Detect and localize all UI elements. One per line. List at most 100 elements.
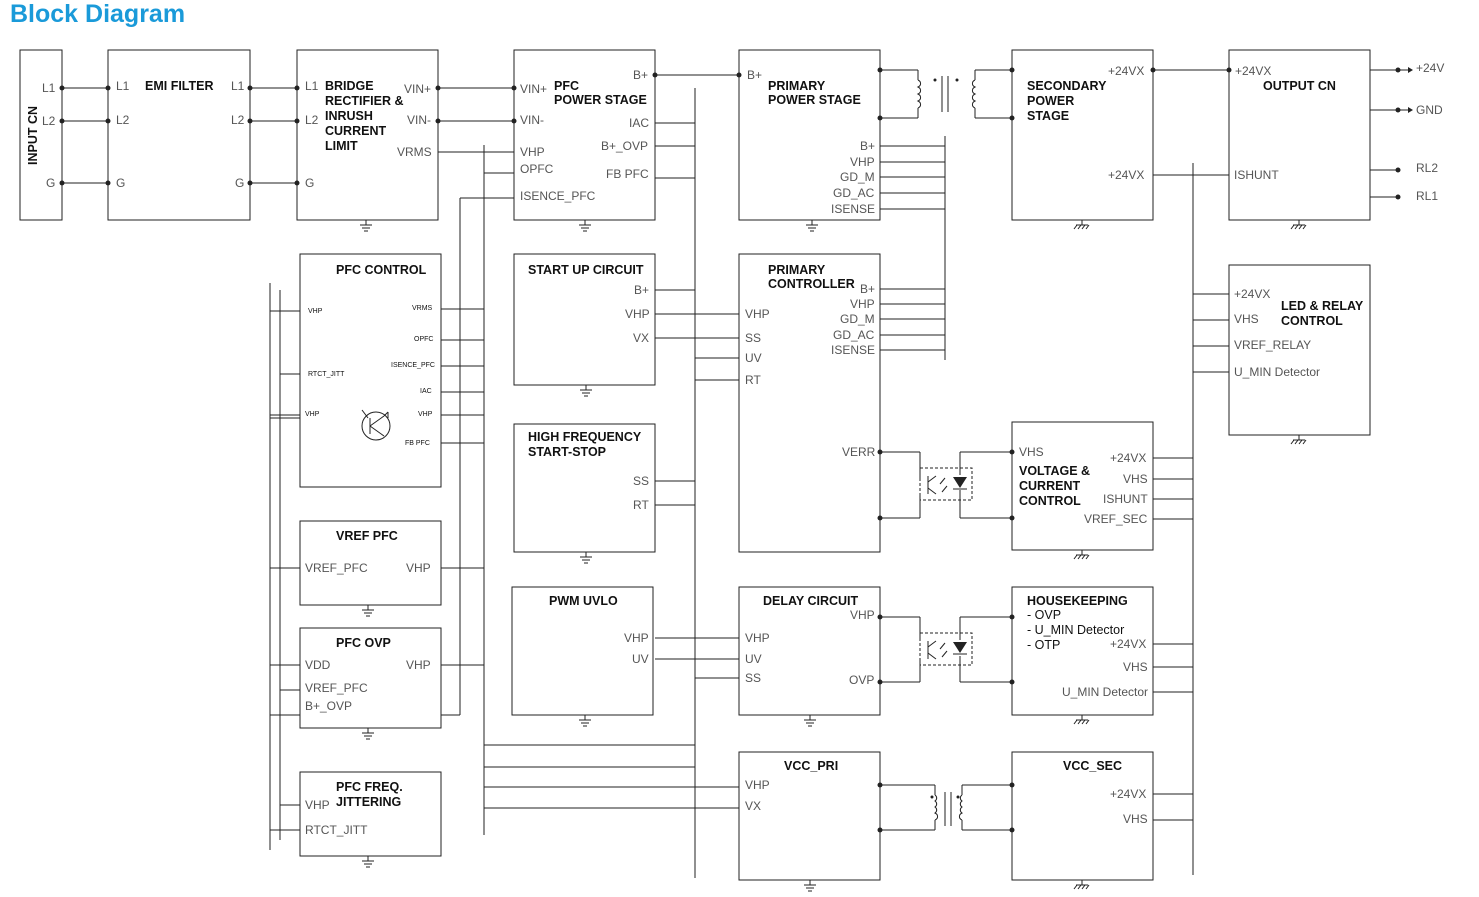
block-input-cn	[19, 49, 63, 221]
pin-label: G	[116, 176, 125, 190]
block-title: INPUT CN	[26, 106, 40, 165]
block-title: JITTERING	[336, 795, 401, 809]
pin-label: VHS	[1234, 312, 1259, 326]
pin-label: L2	[42, 114, 56, 128]
symbols	[59, 67, 1413, 892]
block-voltage-current-control	[1011, 421, 1154, 551]
block-title: POWER	[1027, 94, 1074, 108]
pin-label: VIN-	[520, 113, 544, 127]
pin-label: L2	[305, 113, 319, 127]
block-title: CURRENT	[325, 124, 386, 138]
block-delay-circuit	[738, 586, 881, 716]
pin-label: +24VX	[1110, 787, 1146, 801]
labels: INPUT CN L1 L2 G EMI FILTER L1 L2 G L1 L…	[26, 61, 1444, 837]
block-start-up-circuit	[513, 253, 656, 386]
pin-label: ISHUNT	[1234, 168, 1279, 182]
pin-label: RTCT_JITT	[305, 823, 368, 837]
pin-label: VHS	[1123, 472, 1148, 486]
block-housekeeping	[1011, 586, 1154, 716]
pin-label: VHP	[850, 155, 875, 169]
block-title: STAGE	[1027, 109, 1069, 123]
block-vcc-sec	[1011, 751, 1154, 881]
pin-label: FB PFC	[606, 167, 649, 181]
pin-label: IAC	[420, 388, 432, 395]
block-title: PFC FREQ.	[336, 780, 403, 794]
pin-label: OPFC	[414, 336, 433, 343]
pin-label: L2	[231, 113, 245, 127]
block-title: - OVP	[1027, 608, 1061, 622]
ext-label: RL2	[1416, 161, 1438, 175]
pin-label: FB PFC	[405, 440, 430, 447]
block-primary-power-stage	[738, 49, 881, 221]
pin-label: B+_OVP	[601, 139, 648, 153]
block-title: LIMIT	[325, 139, 358, 153]
pin-label: L1	[305, 79, 319, 93]
block-title: START-STOP	[528, 445, 606, 459]
pin-label: IAC	[629, 116, 649, 130]
block-secondary-power-stage	[1011, 49, 1154, 221]
block-pfc-ovp	[299, 627, 442, 729]
pin-label: SS	[633, 474, 649, 488]
ext-label: RL1	[1416, 189, 1438, 203]
pin-label: G	[235, 176, 244, 190]
block-title: POWER STAGE	[554, 93, 647, 107]
block-title: VCC_SEC	[1063, 759, 1122, 773]
block-output-cn	[1228, 49, 1371, 221]
pin-label: B+	[860, 282, 875, 296]
pin-label: OPFC	[520, 162, 554, 176]
junction-dots	[59, 67, 1401, 833]
block-title: - U_MIN Detector	[1027, 623, 1124, 637]
output-arrows	[1408, 67, 1413, 113]
block-title: START UP CIRCUIT	[528, 263, 644, 277]
pin-label: ISENSE	[831, 343, 875, 357]
page-title: Block Diagram	[10, 0, 186, 28]
pin-label: +24VX	[1234, 287, 1270, 301]
block-title: INRUSH	[325, 109, 373, 123]
pin-label: ISENCE_PFC	[520, 189, 596, 203]
block-vref-pfc	[299, 520, 442, 606]
pin-label: GD_AC	[833, 186, 875, 200]
pin-label: +24VX	[1108, 64, 1144, 78]
pin-label: ISENCE_PFC	[391, 362, 435, 369]
pin-label: VHP	[745, 307, 770, 321]
block-title: CURRENT	[1019, 479, 1080, 493]
pin-label: VHS	[1123, 812, 1148, 826]
transformer-icon	[916, 76, 977, 112]
block-title: PFC CONTROL	[336, 263, 427, 277]
pin-label: VIN-	[407, 113, 431, 127]
block-hf-start-stop	[513, 423, 656, 553]
block-title: POWER STAGE	[768, 93, 861, 107]
pin-label: VREF_PFC	[305, 681, 368, 695]
pin-label: VHP	[406, 561, 431, 575]
pin-label: VERR	[842, 445, 876, 459]
block-title: HIGH FREQUENCY	[528, 430, 642, 444]
pin-label: U_MIN Detector	[1234, 365, 1320, 379]
block-pfc-control	[299, 253, 442, 488]
pin-label: VHP	[745, 631, 770, 645]
pin-label: VX	[745, 799, 761, 813]
pin-label: VREF_SEC	[1084, 512, 1148, 526]
block-title: CONTROL	[1019, 494, 1081, 508]
block-title: - OTP	[1027, 638, 1060, 652]
pin-label: RT	[633, 498, 649, 512]
pin-label: G	[305, 176, 314, 190]
optocoupler-icon	[919, 632, 973, 666]
pin-label: GD_M	[840, 170, 875, 184]
pin-label: VRMS	[412, 305, 433, 312]
block-title: SECONDARY	[1027, 79, 1107, 93]
pin-label: ISHUNT	[1103, 492, 1148, 506]
block-title: CONTROLLER	[768, 277, 855, 291]
pin-label: UV	[632, 652, 649, 666]
pin-label: VHP	[745, 778, 770, 792]
block-title: PWM UVLO	[549, 594, 618, 608]
block-title: PRIMARY	[768, 263, 826, 277]
pin-label: SS	[745, 331, 761, 345]
block-title: RECTIFIER &	[325, 94, 403, 108]
pin-label: VHP	[520, 145, 545, 159]
pin-label: OVP	[849, 673, 874, 687]
block-title: BRIDGE	[325, 79, 374, 93]
pin-label: +24VX	[1110, 637, 1146, 651]
block-title: VOLTAGE &	[1019, 464, 1090, 478]
block-emi-filter	[107, 49, 251, 221]
